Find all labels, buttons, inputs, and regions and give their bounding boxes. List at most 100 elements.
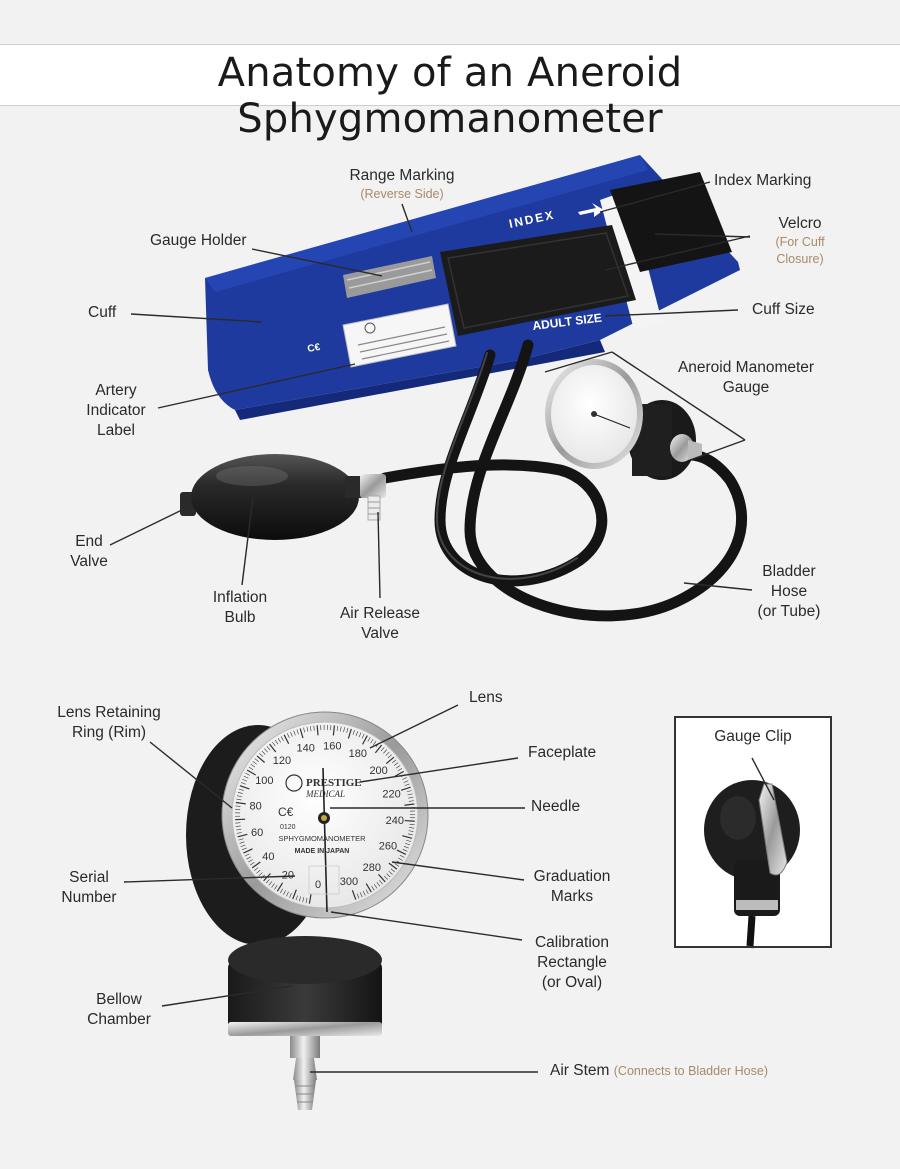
graduation-mark bbox=[396, 849, 407, 855]
graduation-mark bbox=[239, 841, 245, 844]
graduation-mark bbox=[235, 801, 246, 805]
graduation-mark bbox=[274, 885, 278, 890]
label-serial-number: Serial Number bbox=[61, 869, 117, 906]
graduation-mark bbox=[388, 870, 393, 875]
graduation-mark bbox=[407, 793, 413, 796]
dial-number: 80 bbox=[250, 800, 262, 812]
dial-origin: MADE IN JAPAN bbox=[295, 848, 350, 855]
label-aneroid-gauge: Aneroid Manometer Gauge bbox=[677, 359, 815, 396]
graduation-mark bbox=[316, 725, 319, 736]
graduation-mark bbox=[243, 775, 249, 779]
graduation-mark bbox=[286, 733, 290, 738]
graduation-mark bbox=[362, 890, 366, 896]
graduation-mark bbox=[313, 725, 315, 731]
page-title: Anatomy of an Aneroid Sphygmomanometer bbox=[217, 50, 683, 142]
graduation-mark bbox=[379, 880, 383, 885]
dial-model: SPHYGMOMANOMETER bbox=[278, 834, 366, 843]
graduation-mark bbox=[254, 867, 259, 871]
graduation-mark bbox=[374, 744, 383, 754]
brand-logo-icon bbox=[285, 774, 303, 792]
graduation-mark bbox=[268, 881, 273, 886]
graduation-mark bbox=[237, 833, 248, 838]
graduation-mark bbox=[347, 728, 352, 739]
graduation-mark bbox=[404, 803, 415, 806]
graduation-mark bbox=[343, 727, 345, 733]
graduation-mark bbox=[367, 737, 371, 742]
graduation-mark bbox=[394, 863, 400, 867]
graduation-mark bbox=[359, 892, 363, 898]
graduation-mark bbox=[340, 726, 342, 732]
dial-number: 60 bbox=[251, 827, 263, 839]
graduation-mark bbox=[408, 796, 414, 799]
graduation-mark bbox=[391, 759, 397, 764]
graduation-mark bbox=[356, 893, 360, 899]
label-air-stem: Air Stem (Connects to Bladder Hose) bbox=[550, 1062, 768, 1079]
graduation-mark bbox=[258, 872, 263, 877]
graduation-mark bbox=[400, 786, 411, 791]
graduation-mark bbox=[299, 896, 302, 902]
graduation-mark bbox=[246, 769, 257, 776]
graduation-mark bbox=[280, 736, 284, 741]
bladder-hoses bbox=[379, 339, 748, 622]
dial-number: 40 bbox=[262, 851, 274, 863]
graduation-mark bbox=[408, 800, 414, 802]
label-lens: Lens bbox=[469, 689, 503, 706]
graduation-mark bbox=[243, 848, 253, 854]
graduation-mark bbox=[272, 741, 276, 747]
label-air-stem-note: (Connects to Bladder Hose) bbox=[613, 1064, 768, 1078]
graduation-mark bbox=[383, 749, 388, 754]
dial-number: 260 bbox=[379, 841, 397, 853]
graduation-mark bbox=[261, 750, 266, 755]
graduation-mark bbox=[399, 854, 405, 858]
graduation-mark bbox=[406, 790, 412, 793]
graduation-mark bbox=[289, 893, 292, 898]
graduation-mark bbox=[276, 882, 284, 892]
graduation-mark bbox=[256, 869, 261, 874]
graduation-mark bbox=[250, 862, 255, 866]
graduation-mark bbox=[266, 746, 271, 751]
label-bellow-chamber: Bellow Chamber bbox=[87, 991, 151, 1028]
label-artery-indicator: Artery Indicator Label bbox=[86, 382, 146, 439]
graduation-mark bbox=[277, 738, 281, 743]
graduation-mark bbox=[242, 778, 248, 782]
graduation-mark bbox=[286, 891, 289, 897]
graduation-marks bbox=[235, 725, 415, 904]
label-gauge-holder: Gauge Holder bbox=[150, 232, 247, 249]
graduation-mark bbox=[236, 832, 242, 834]
label-velcro: Velcro (For Cuff Closure) bbox=[775, 215, 825, 266]
graduation-mark bbox=[365, 889, 369, 895]
graduation-mark bbox=[402, 835, 413, 839]
calibration-rectangle bbox=[308, 865, 340, 895]
graduation-mark bbox=[235, 805, 241, 807]
label-range-marking-note: (Reverse Side) bbox=[360, 187, 444, 201]
label-gauge-clip: Gauge Clip bbox=[714, 728, 792, 745]
graduation-mark bbox=[256, 755, 266, 763]
label-air-release-valve: Air Release Valve bbox=[339, 605, 421, 642]
graduation-mark bbox=[376, 882, 381, 887]
needle-icon bbox=[318, 767, 330, 913]
label-bladder-hose: Bladder Hose (or Tube) bbox=[757, 563, 821, 620]
graduation-mark bbox=[336, 725, 339, 731]
graduation-mark bbox=[236, 828, 242, 831]
graduation-mark bbox=[373, 884, 378, 889]
graduation-mark bbox=[248, 766, 254, 770]
label-cuff-size: Cuff Size bbox=[752, 301, 815, 318]
graduation-mark bbox=[254, 758, 259, 762]
graduation-mark bbox=[310, 726, 312, 732]
graduation-mark bbox=[355, 731, 359, 736]
label-index-marking: Index Marking bbox=[714, 172, 812, 189]
graduation-mark bbox=[404, 783, 410, 786]
graduation-mark bbox=[250, 763, 256, 768]
graduation-mark bbox=[283, 890, 286, 895]
graduation-mark bbox=[393, 762, 399, 766]
graduation-mark bbox=[362, 735, 368, 745]
graduation-mark bbox=[370, 738, 374, 744]
graduation-mark bbox=[365, 883, 372, 893]
graduation-mark bbox=[305, 898, 308, 904]
dial-number: 20 bbox=[282, 869, 294, 881]
dial-number: 300 bbox=[340, 876, 358, 888]
title-band bbox=[0, 44, 900, 106]
dial-number: 160 bbox=[323, 740, 341, 752]
dial-number: 180 bbox=[349, 748, 367, 760]
graduation-mark bbox=[240, 844, 246, 847]
